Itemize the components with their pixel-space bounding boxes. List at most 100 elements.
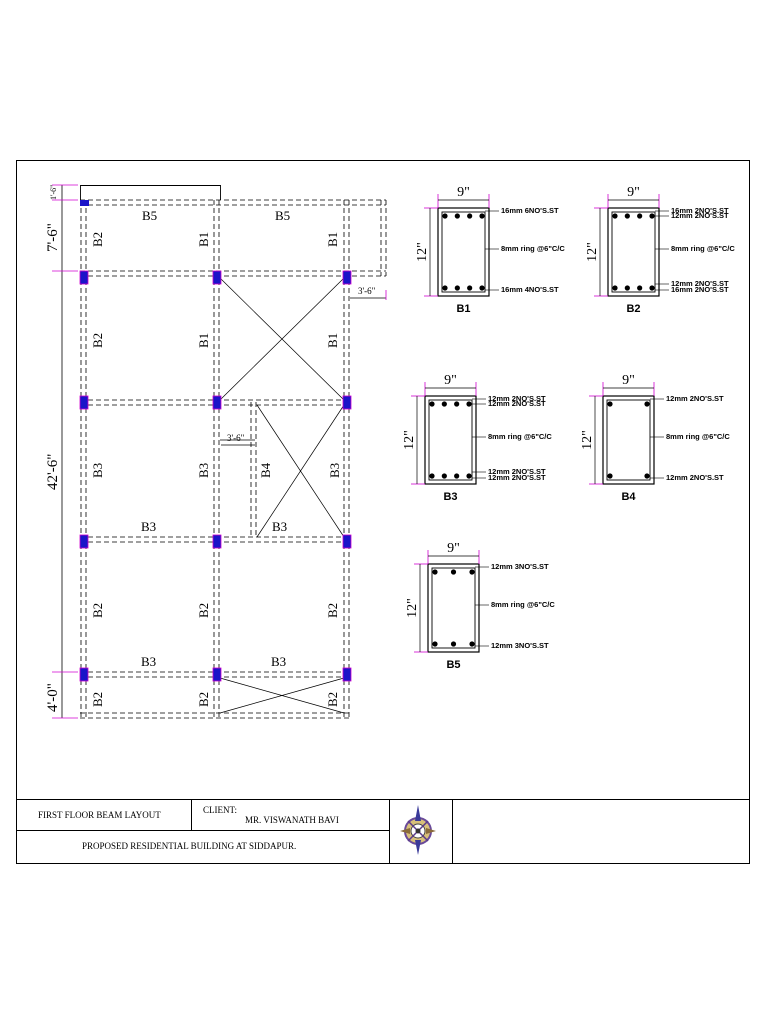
horizontal-beams xyxy=(80,199,386,719)
beam-label: B3 xyxy=(196,463,211,478)
section-outline xyxy=(424,395,477,485)
rebar xyxy=(466,401,472,407)
rebar-callout: 12mm 2NO'S.ST xyxy=(671,279,729,288)
stirrup-ring xyxy=(611,211,656,293)
column xyxy=(79,534,89,549)
parapet-outline xyxy=(80,185,221,200)
rebar xyxy=(469,569,475,575)
beam-label: B3 xyxy=(90,463,105,478)
rebar xyxy=(612,213,618,219)
rebar xyxy=(607,401,613,407)
compass-logo-icon xyxy=(400,805,436,855)
rebar xyxy=(450,569,457,575)
beam-label: B2 xyxy=(325,692,340,707)
stirrup-ring xyxy=(431,567,476,649)
rebar xyxy=(441,401,447,407)
beam-label: B3 xyxy=(141,519,156,534)
rebar-callout: 12mm 2NO'S.ST xyxy=(671,211,729,220)
left-dimension-line xyxy=(52,184,387,719)
beam-label: B2 xyxy=(90,232,105,247)
rebar-callout: 8mm ring @6"C/C xyxy=(501,244,565,253)
beam-label: B2 xyxy=(325,603,340,618)
section-label: B5 xyxy=(446,659,460,671)
column xyxy=(79,667,89,682)
rebar-callout: 12mm 3NO'S.ST xyxy=(491,641,549,650)
beam-layout-plan xyxy=(52,184,387,719)
sheet-border xyxy=(16,160,750,864)
rebar xyxy=(649,213,655,219)
rebar xyxy=(454,213,460,219)
dimension-text: 4'-0" xyxy=(45,683,61,712)
rebar-callout: 12mm 2NO'S.ST xyxy=(666,394,724,403)
rebar xyxy=(441,473,447,479)
beam-label: B2 xyxy=(90,603,105,618)
beam-label: B3 xyxy=(327,463,342,478)
project-name: PROPOSED RESIDENTIAL BUILDING AT SIDDAPU… xyxy=(82,841,297,851)
section-height-dim: 12" xyxy=(585,242,600,262)
rebar-callout: 16mm 4NO'S.ST xyxy=(501,285,559,294)
section-height-dim: 12" xyxy=(402,430,417,450)
beam-label: B1 xyxy=(196,333,211,348)
columns xyxy=(79,200,352,682)
rebar xyxy=(466,473,472,479)
rebar-callout: 12mm 2NO'S.ST xyxy=(488,399,546,408)
rebar xyxy=(637,285,643,291)
section-width-dim: 9" xyxy=(457,185,470,200)
rebar xyxy=(442,285,448,291)
client-name: MR. VISWANATH BAVI xyxy=(245,815,339,825)
dimension-text: 42'-6" xyxy=(45,454,61,490)
rebar-callout: 12mm 2NO'S.ST xyxy=(488,467,546,476)
rebar-callout: 16mm 6NO'S.ST xyxy=(501,206,559,215)
stirrup-ring xyxy=(441,211,486,293)
rebar xyxy=(644,401,650,407)
dimension-text: 3'-6" xyxy=(358,286,376,296)
rebar xyxy=(429,473,435,479)
column xyxy=(79,270,89,285)
beam-label: B3 xyxy=(271,654,286,669)
beam-label: B1 xyxy=(325,232,340,247)
opening-crosses xyxy=(219,277,345,714)
rebar xyxy=(432,641,438,647)
rebar-callout: 16mm 2NO'S.ST xyxy=(671,206,729,215)
rebar xyxy=(467,285,473,291)
section-width-dim: 9" xyxy=(444,373,457,388)
rebar xyxy=(450,641,457,647)
beam-label: B5 xyxy=(142,208,157,223)
beam-label: B2 xyxy=(90,333,105,348)
section-width-dim: 9" xyxy=(622,373,635,388)
rebar xyxy=(479,213,485,219)
column xyxy=(79,395,89,410)
rebar xyxy=(454,285,460,291)
rebar xyxy=(607,473,613,479)
section-label: B1 xyxy=(456,303,470,315)
beam-sections: 9" 12" B1 16mm 6NO'S.ST 8mm ring @6"C/C 16mm … xyxy=(402,185,735,671)
rebar xyxy=(624,285,630,291)
plan-labels: B5 B5 B2 B1 B1 B2 B1 B1 B3 B3 B4 B3 B3 B… xyxy=(90,208,342,707)
column xyxy=(342,667,352,682)
section-outline xyxy=(607,207,660,297)
section-width-dim: 9" xyxy=(627,185,640,200)
section-outline xyxy=(427,563,480,653)
rebar xyxy=(624,213,630,219)
rebar-callout: 8mm ring @6"C/C xyxy=(491,600,555,609)
section-label: B3 xyxy=(443,491,457,503)
rebar-callout: 12mm 2NO'S.ST xyxy=(488,394,546,403)
plan-dimensions: 1'-6" 7'-6" 42'-6" 4'-0" 3'-6" 3'-6" xyxy=(45,185,376,712)
beam-label: B3 xyxy=(141,654,156,669)
rebar-callout: 8mm ring @6"C/C xyxy=(488,432,552,441)
column xyxy=(80,200,89,206)
rebar xyxy=(432,569,438,575)
rebar xyxy=(429,401,435,407)
section-label: B4 xyxy=(621,491,636,503)
beam-label: B2 xyxy=(196,692,211,707)
column xyxy=(212,395,222,410)
beam-label: B5 xyxy=(275,208,290,223)
rebar xyxy=(649,285,655,291)
beam-label: B1 xyxy=(196,232,211,247)
client-label: CLIENT: xyxy=(203,805,238,815)
section-label: B2 xyxy=(626,303,640,315)
